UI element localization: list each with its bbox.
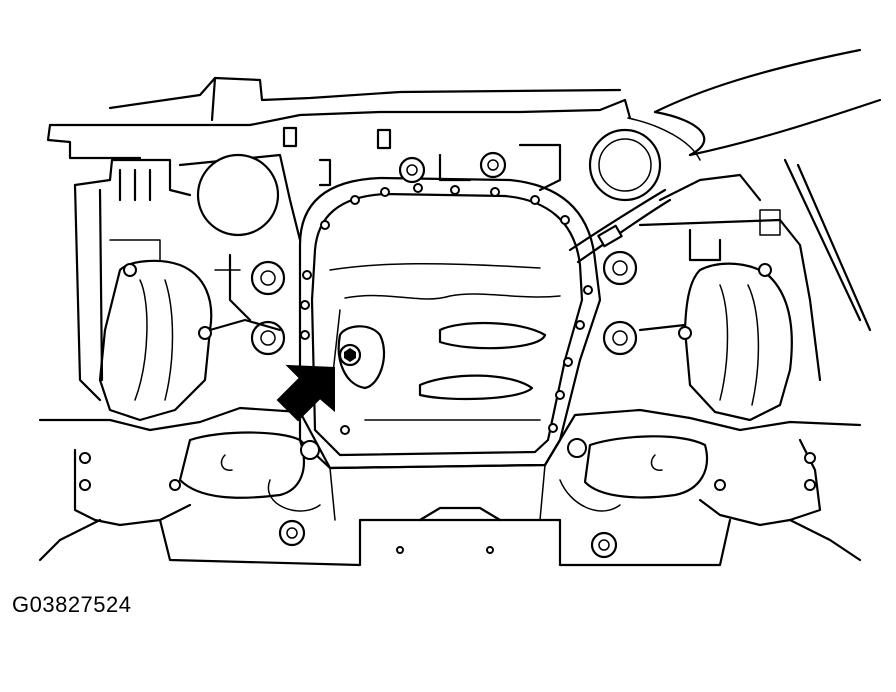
top-bolts	[282, 126, 562, 192]
left-engine-block	[73, 153, 302, 402]
left-exhaust-manifold	[98, 259, 282, 422]
crossmember-bolts	[79, 438, 816, 559]
side-bolts	[250, 250, 638, 356]
right-engine-block	[568, 128, 822, 382]
figure-code: G03827524	[12, 592, 132, 617]
coolant-pipe-ring	[588, 128, 662, 202]
drain-plug	[337, 325, 385, 390]
flange-bolt-holes	[300, 183, 593, 435]
oil-pan	[298, 176, 602, 470]
drain-plug-pointer-arrow	[276, 364, 335, 422]
upper-hoses	[46, 48, 882, 332]
oil-filter-cap	[196, 153, 280, 237]
front-crossmember	[38, 406, 862, 567]
right-exhaust-manifold	[638, 262, 793, 422]
